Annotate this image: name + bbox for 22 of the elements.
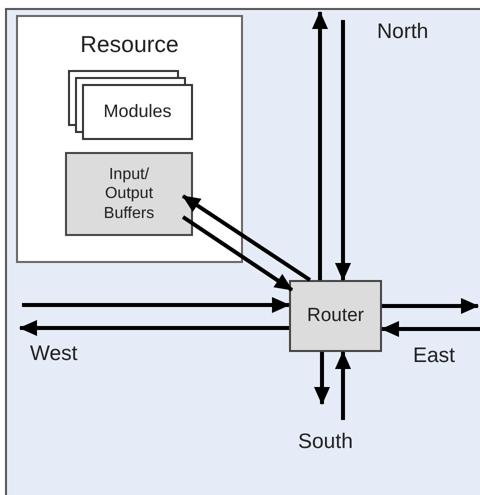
direction-label: North: [377, 20, 428, 44]
arrow: [382, 298, 479, 314]
arrow: [182, 194, 312, 282]
box-heading: Resource: [80, 31, 179, 58]
arrow: [182, 215, 294, 292]
box-label: Input/ Output Buffers: [102, 165, 156, 223]
arrow: [381, 321, 480, 337]
arrow: [312, 11, 328, 280]
module-label: Modules: [103, 101, 172, 123]
process-box: [65, 152, 193, 236]
process-box: [289, 280, 382, 352]
resource-box: [16, 15, 243, 263]
box-label: Router: [306, 304, 364, 328]
direction-label: East: [413, 344, 456, 368]
arrow: [19, 320, 289, 336]
stacked-module-boxes: [68, 70, 193, 140]
arrow: [335, 20, 351, 281]
direction-label: South: [298, 430, 353, 454]
arrow: [22, 297, 290, 313]
arrow: [314, 352, 330, 405]
arrow: [335, 351, 351, 420]
direction-label: West: [30, 342, 78, 366]
